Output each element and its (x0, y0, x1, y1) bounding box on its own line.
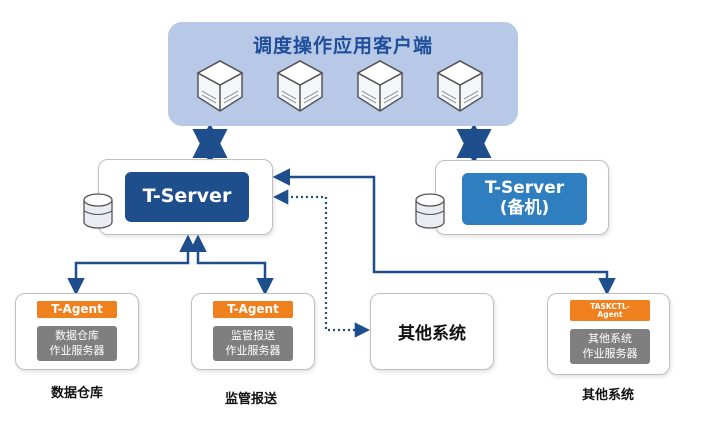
client-panel: 调度操作应用客户端 (168, 22, 518, 126)
dw-agent-link (67, 234, 197, 296)
other-system-label: 其他系统 (398, 324, 466, 344)
reg-agent-link (189, 234, 274, 296)
agent-node-regulatory: T-Agent 监管报送 作业服务器 (191, 293, 315, 370)
job-server-box: 其他系统 作业服务器 (570, 329, 650, 364)
backup-server-node: T-Server (备机) (435, 160, 609, 235)
backup-server-line2: (备机) (499, 198, 550, 218)
job-server-box: 监管报送 作业服务器 (213, 326, 293, 361)
job-box-line1: 监管报送 (231, 328, 275, 342)
job-box-line1: 其他系统 (588, 331, 632, 345)
agent-tag: T-Agent (37, 301, 117, 318)
server-cube-icon (196, 60, 244, 112)
client-title: 调度操作应用客户端 (252, 35, 433, 57)
other-system-dotted-link (272, 189, 371, 338)
job-server-box: 数据仓库 作业服务器 (37, 326, 117, 361)
server-cube-icon (436, 60, 484, 112)
main-server-label: T-Server (125, 172, 249, 222)
main-server-node: T-Server (98, 159, 273, 235)
system-caption: 数据仓库 (50, 386, 103, 401)
job-box-line2: 作业服务器 (225, 343, 281, 357)
system-caption: 其他系统 (581, 388, 634, 403)
job-box-line2: 作业服务器 (49, 343, 105, 357)
job-box-line1: 数据仓库 (55, 328, 99, 342)
server-cube-icon (356, 60, 404, 112)
other-agent-link (272, 168, 616, 296)
database-icon (83, 193, 113, 229)
agent-node-other-system: TASKCTL- Agent 其他系统 作业服务器 (547, 293, 670, 375)
other-system-node: 其他系统 (370, 293, 494, 370)
agent-tag: T-Agent (213, 301, 293, 318)
database-icon (415, 193, 445, 229)
agent-node-data-warehouse: T-Agent 数据仓库 作业服务器 (15, 293, 139, 370)
agent-tag-line1: TASKCTL- (590, 301, 630, 311)
backup-server-label: T-Server (备机) (462, 173, 587, 225)
server-cube-icon (276, 60, 324, 112)
agent-tag: TASKCTL- Agent (570, 300, 650, 321)
agent-tag-line2: Agent (597, 309, 623, 319)
system-caption: 监管报送 (224, 392, 277, 407)
backup-server-line1: T-Server (484, 178, 565, 199)
job-box-line2: 作业服务器 (582, 346, 638, 360)
